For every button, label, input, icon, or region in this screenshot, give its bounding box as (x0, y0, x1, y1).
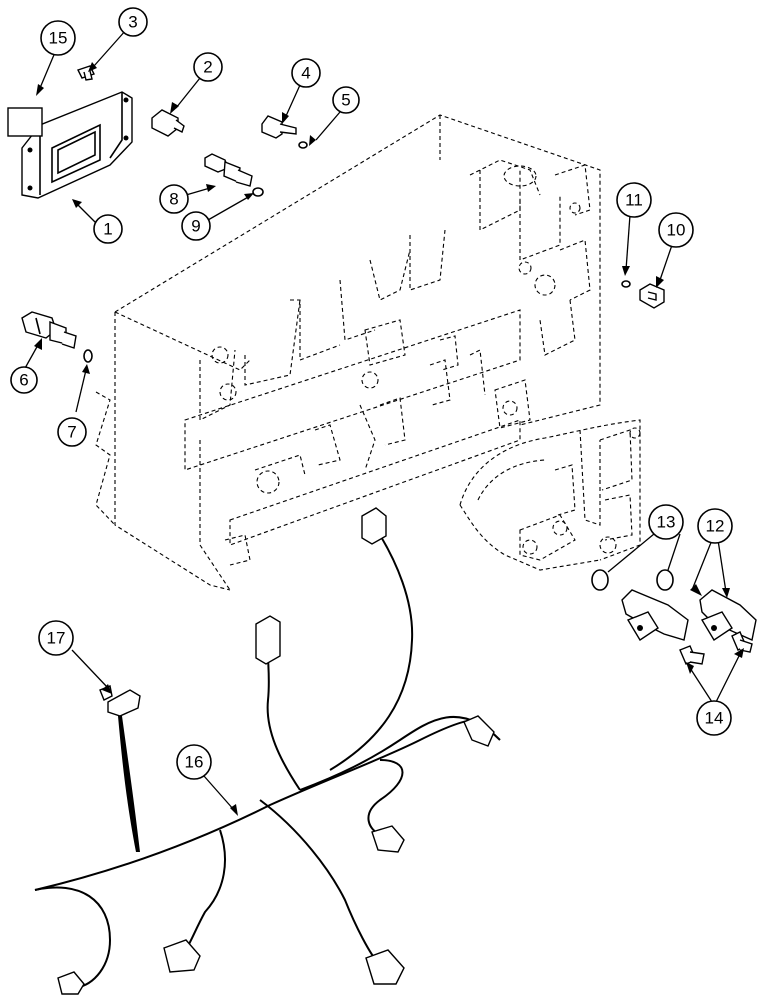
label-decal (7, 107, 43, 137)
engine-block (95, 114, 601, 591)
o-ring-13a (591, 569, 609, 591)
o-ring-13b (656, 569, 674, 591)
sensor-bolt-b (731, 631, 753, 653)
o-ring-9 (252, 187, 264, 197)
callout-6: 6 (10, 366, 38, 394)
plug-fitting (639, 283, 665, 309)
callout-label: 3 (128, 13, 137, 32)
temperature-sensor (261, 115, 297, 139)
callout-11: 11 (616, 182, 652, 218)
leader-lines (23, 29, 741, 811)
o-ring-small (298, 141, 308, 149)
callout-label: 11 (625, 191, 643, 210)
callout-label: 17 (47, 629, 66, 648)
callout-label: 13 (657, 513, 676, 532)
adapter-fitting (151, 109, 185, 137)
callout-label: 15 (49, 29, 68, 48)
callout-label: 6 (19, 371, 28, 390)
pressure-sensor (204, 153, 253, 187)
callout-7: 7 (57, 417, 87, 447)
o-ring-7 (83, 349, 93, 363)
callout-9: 9 (181, 211, 211, 241)
callout-4: 4 (291, 58, 321, 88)
callout-circle (696, 700, 732, 736)
gear-housing (459, 419, 641, 571)
speed-sensor-b (699, 589, 757, 641)
callout-3: 3 (118, 7, 148, 37)
callout-circle (291, 58, 321, 88)
callout-circle (93, 214, 123, 244)
callout-circle (176, 744, 212, 780)
oil-pressure-sensor (21, 311, 77, 349)
callout-circle (118, 7, 148, 37)
air-temp-sensor (99, 685, 141, 852)
callout-label: 14 (705, 709, 724, 728)
callout-circle (332, 86, 360, 114)
callout-5: 5 (332, 86, 360, 114)
callout-circle (40, 20, 76, 56)
callout-15: 15 (40, 20, 76, 56)
callout-circle (181, 211, 211, 241)
callout-circle (648, 504, 684, 540)
wiring-harness (34, 507, 501, 995)
callout-circle (57, 417, 87, 447)
sensor-bolt-a (679, 645, 705, 665)
control-module (21, 91, 133, 199)
callout-circle (193, 52, 223, 82)
callout-circle (10, 366, 38, 394)
callout-2: 2 (193, 52, 223, 82)
callout-8: 8 (159, 184, 189, 214)
callout-label: 8 (169, 190, 178, 209)
callout-label: 12 (706, 517, 725, 536)
callout-10: 10 (658, 212, 694, 248)
callout-13: 13 (648, 504, 684, 540)
callout-label: 10 (667, 221, 686, 240)
speed-sensor-a (621, 589, 689, 641)
callout-label: 4 (301, 64, 310, 83)
callout-label: 2 (203, 58, 212, 77)
callout-circle (159, 184, 189, 214)
callout-12: 12 (697, 508, 733, 544)
callout-circle (697, 508, 733, 544)
callout-circle (658, 212, 694, 248)
callout-circle (38, 620, 74, 656)
callout-14: 14 (696, 700, 732, 736)
callout-label: 16 (185, 753, 204, 772)
o-ring-11 (621, 280, 631, 288)
callout-label: 1 (103, 220, 112, 239)
leader-arrowheads (34, 62, 744, 816)
callout-17: 17 (38, 620, 74, 656)
callout-label: 7 (67, 423, 76, 442)
callout-circle (616, 182, 652, 218)
callout-16: 16 (176, 744, 212, 780)
callout-1: 1 (93, 214, 123, 244)
callout-label: 9 (191, 217, 200, 236)
callout-label: 5 (341, 91, 350, 110)
